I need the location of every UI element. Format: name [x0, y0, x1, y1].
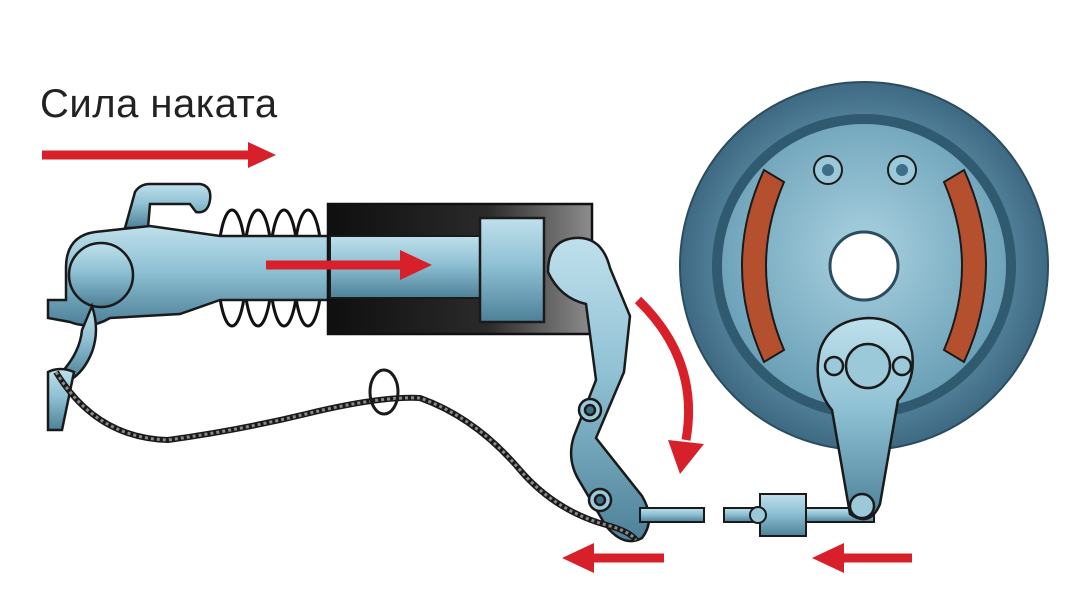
brake-drum — [679, 81, 1049, 451]
brake-cable — [53, 368, 639, 542]
cable-pull-arrow — [562, 543, 664, 573]
bell-crank-lever — [546, 236, 651, 543]
brake-rod — [639, 493, 875, 537]
coupling-head — [46, 182, 332, 432]
drum-lever — [816, 316, 914, 521]
push-arrow — [266, 250, 432, 280]
rod-pull-arrow — [812, 543, 912, 573]
diagram-title: Сила наката — [40, 82, 278, 126]
overrun-arrow — [42, 142, 276, 168]
lever-curved-arrow — [634, 296, 704, 474]
